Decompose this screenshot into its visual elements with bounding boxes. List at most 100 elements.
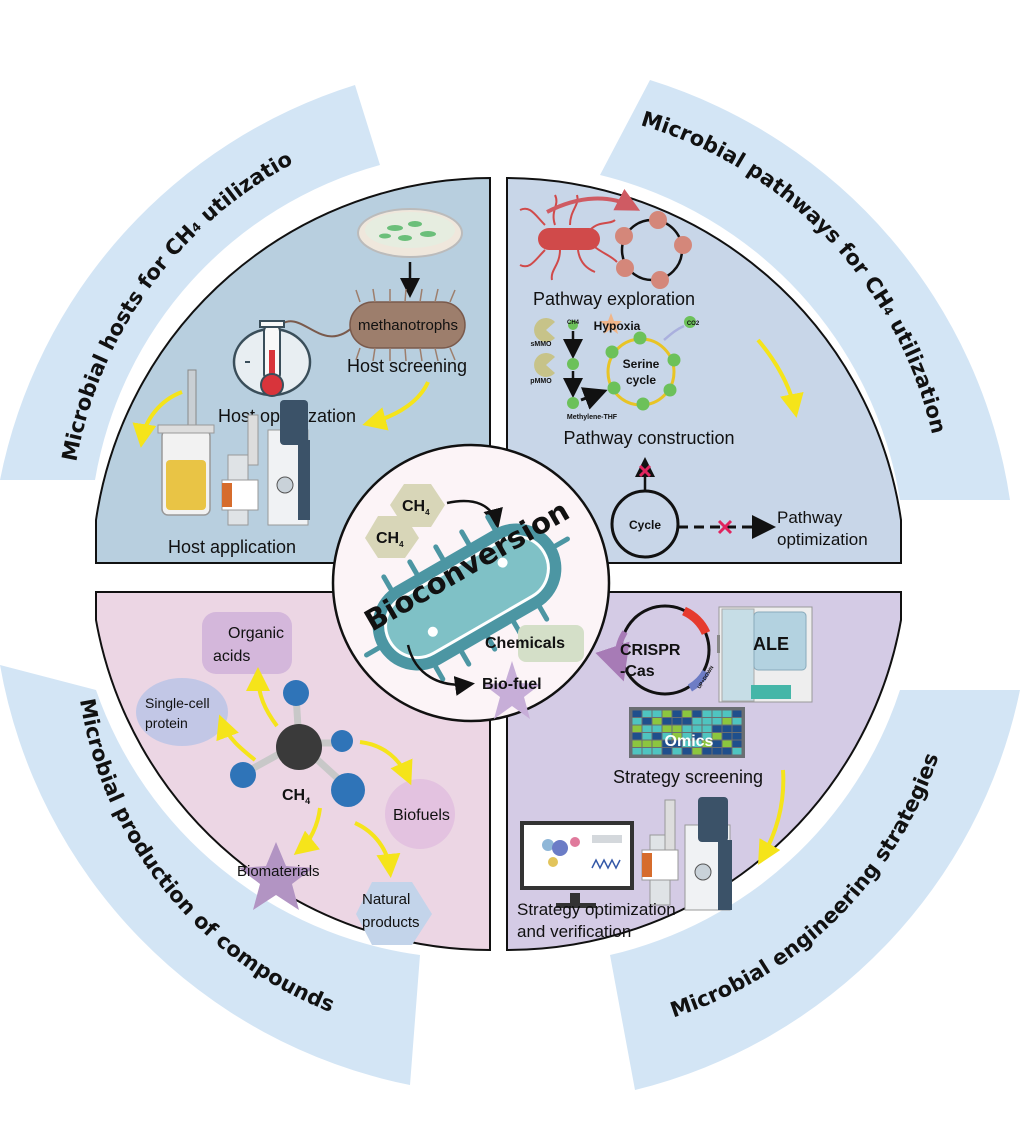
natural-products-label-2: products bbox=[362, 914, 420, 931]
bacterium-icon bbox=[519, 194, 618, 281]
intermediate-node-icon bbox=[567, 358, 579, 370]
natural-products-hexagon bbox=[356, 882, 432, 945]
omics-grid-cell bbox=[662, 733, 672, 740]
cycle-node-label: Cycle bbox=[629, 518, 661, 532]
methanotrophs-label: methanotrophs bbox=[358, 317, 458, 334]
omics-grid-cell bbox=[732, 710, 742, 717]
omics-grid-cell bbox=[662, 718, 672, 725]
omics-grid-cell bbox=[632, 740, 642, 747]
input-arrow-icon bbox=[446, 499, 503, 529]
omics-grid-cell bbox=[652, 733, 662, 740]
omics-grid-cell bbox=[712, 710, 722, 717]
biomaterials-label: Biomaterials bbox=[237, 863, 320, 880]
methanotroph-bacterium-icon bbox=[274, 288, 466, 362]
outer-band-engineering bbox=[610, 690, 1020, 1090]
methylene-thf-label: Methylene-THF bbox=[567, 414, 618, 421]
omics-grid-cell bbox=[692, 733, 702, 740]
co2-label: CO2 bbox=[687, 321, 700, 327]
omics-grid-cell bbox=[632, 725, 642, 732]
bioreactor-icon bbox=[157, 369, 215, 516]
omics-grid-cell bbox=[702, 725, 712, 732]
smmo-label: sMMO bbox=[531, 341, 553, 348]
omics-grid-cell bbox=[692, 725, 702, 732]
crispr-label-2: -Cas bbox=[620, 663, 655, 680]
pathways-content: Pathway exploration sMMO pMMO CH4 Methyl… bbox=[519, 188, 868, 559]
inhibit-x-icon bbox=[717, 519, 733, 535]
strategy-optimization-label-2: and verification bbox=[517, 922, 631, 941]
ale-label: ALE bbox=[753, 634, 789, 654]
omics-grid-cell bbox=[702, 733, 712, 740]
biofuels-bubble bbox=[385, 779, 455, 849]
omics-grid-cell bbox=[642, 718, 652, 725]
omics-grid-cell bbox=[682, 718, 692, 725]
omics-grid-cell bbox=[652, 748, 662, 755]
omics-grid-cell bbox=[712, 740, 722, 747]
omics-grid-cell bbox=[722, 710, 732, 717]
single-cell-protein-label-1: Single-cell bbox=[145, 695, 210, 711]
flow-arrow-icon bbox=[293, 807, 322, 856]
crispr-plasmid-icon bbox=[595, 604, 711, 696]
omics-grid-cell bbox=[672, 748, 682, 755]
host-screening-label: Host screening bbox=[347, 356, 467, 376]
pathway-ring-icon bbox=[615, 211, 692, 289]
engineering-content: CRISPR -Cas UP+DOWN ALE Omics Strategy s… bbox=[517, 604, 813, 941]
omics-grid-cell bbox=[632, 718, 642, 725]
mass-spectrometer-icon bbox=[684, 797, 732, 911]
biofuel-star-icon bbox=[483, 661, 541, 719]
flow-arrow-icon bbox=[354, 821, 401, 878]
inhibit-x-icon bbox=[638, 464, 652, 478]
co2-node-icon bbox=[684, 316, 696, 328]
omics-grid-cell bbox=[712, 725, 722, 732]
panel-pathways bbox=[506, 176, 902, 564]
omics-grid-cell bbox=[692, 710, 702, 717]
exploration-arrow-icon bbox=[546, 188, 641, 214]
output-arrow-icon bbox=[406, 644, 475, 696]
methane-molecule-icon bbox=[230, 680, 365, 807]
flow-arrow-icon bbox=[216, 714, 257, 762]
omics-grid-cell bbox=[672, 710, 682, 717]
outer-band-pathways bbox=[600, 80, 1010, 500]
biofuel-label: Bio-fuel bbox=[482, 676, 542, 693]
omics-grid-cell bbox=[672, 725, 682, 732]
omics-grid-cell bbox=[682, 748, 692, 755]
omics-grid-cell bbox=[672, 733, 682, 740]
mass-spectrometer-icon bbox=[267, 400, 310, 526]
center-bioconversion: CH4 CH4 Bioconversion Chemicals bbox=[331, 443, 611, 723]
omics-grid-cell bbox=[732, 718, 742, 725]
omics-grid-cell bbox=[682, 733, 692, 740]
omics-grid-cell bbox=[652, 740, 662, 747]
omics-grid-cell bbox=[682, 740, 692, 747]
biofuels-label: Biofuels bbox=[393, 807, 450, 824]
methylene-thf-node-icon bbox=[567, 397, 579, 409]
omics-grid-cell bbox=[712, 718, 722, 725]
omics-grid-cell bbox=[692, 748, 702, 755]
chemicals-box bbox=[518, 625, 584, 662]
omics-grid-cell bbox=[662, 710, 672, 717]
hosts-content: methanotrophs Host screening Host optimi… bbox=[132, 208, 467, 557]
serine-label: Serine bbox=[623, 357, 660, 371]
thermometer-icon bbox=[232, 320, 312, 397]
ch4-node-icon bbox=[568, 320, 578, 330]
omics-grid-cell bbox=[662, 740, 672, 747]
ch4-input-label: CH4 bbox=[402, 498, 430, 517]
ch4-hexagon-icon bbox=[365, 516, 419, 558]
pmmo-enzyme-icon bbox=[534, 353, 555, 377]
pathway-optimization-label-line1: Pathway bbox=[777, 508, 843, 527]
hypoxia-label: Hypoxia bbox=[594, 319, 641, 333]
chemicals-label: Chemicals bbox=[485, 635, 565, 652]
outer-band-hosts bbox=[0, 85, 380, 480]
single-cell-protein-label-2: protein bbox=[145, 715, 188, 731]
petri-dish-icon bbox=[357, 208, 463, 258]
omics-grid-cell bbox=[692, 718, 702, 725]
omics-grid-cell bbox=[722, 725, 732, 732]
omics-grid-cell bbox=[702, 740, 712, 747]
organic-acids-box bbox=[202, 612, 292, 674]
omics-grid-cell bbox=[632, 748, 642, 755]
omics-grid-cell bbox=[642, 710, 652, 717]
pathway-construction-label: Pathway construction bbox=[563, 428, 734, 448]
lab-instrument-icon bbox=[221, 414, 259, 526]
smmo-enzyme-icon bbox=[534, 318, 555, 342]
omics-grid-cell bbox=[642, 740, 652, 747]
omics-grid-cell bbox=[642, 748, 652, 755]
omics-grid-cell bbox=[672, 740, 682, 747]
